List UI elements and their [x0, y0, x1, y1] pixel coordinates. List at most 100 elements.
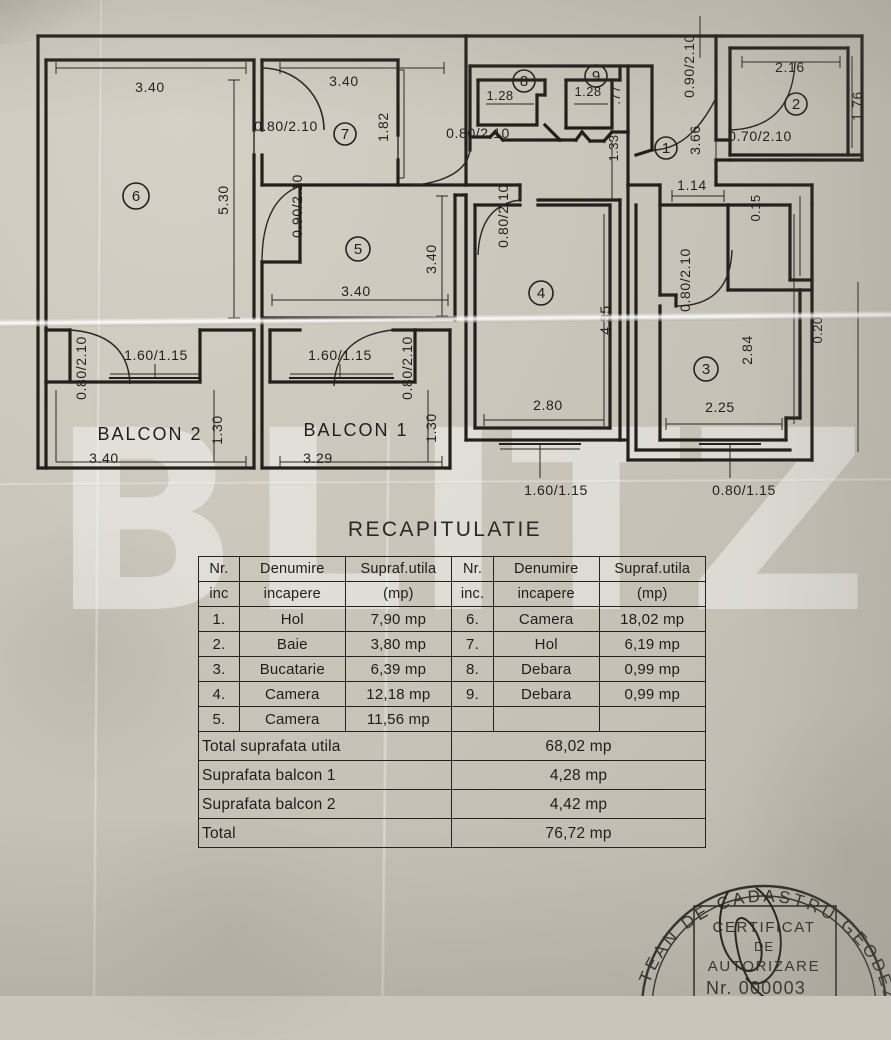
balcony-1-label: BALCON 1 — [303, 420, 408, 440]
opening-window-camera5: 1.60/1.15 — [308, 347, 372, 363]
row-nr-right: 9. — [451, 681, 494, 707]
row-area-right: 6,19 mp — [598, 631, 706, 657]
opening-door-hol7-camera6: 0.80/2.10 — [254, 118, 318, 134]
row-area-left: 12,18 mp — [344, 681, 453, 707]
dim-camera4-height: 4.35 — [597, 305, 613, 335]
row-nr-left: 1. — [198, 606, 240, 632]
dim-offset-020: 0.20 — [810, 317, 825, 344]
total-label: Total suprafata utila — [197, 731, 453, 761]
plan-dimension-lines — [55, 16, 859, 478]
table-total-row: Suprafata balcon 1 4,28 mp — [197, 760, 706, 790]
row-nr-right-empty — [451, 706, 494, 732]
row-name-right-empty — [492, 706, 600, 732]
header-nr-left-sub: inc — [198, 581, 240, 607]
header-nr-left: Nr. — [198, 556, 240, 582]
header-name-right: Denumire — [492, 556, 600, 582]
floor-plan-drawing: .w {fill:none;stroke:#231f1c;stroke-widt… — [36, 16, 865, 498]
opening-door-bucatarie: 0.80/2.10 — [677, 248, 693, 312]
total-label: Suprafata balcon 1 — [197, 760, 453, 790]
room-marker-1: 1 — [662, 140, 670, 157]
dim-bucatarie-width: 2.25 — [705, 399, 735, 415]
balcony-2-label: BALCON 2 — [97, 424, 202, 444]
row-area-left: 3,80 mp — [344, 631, 453, 657]
balcony-1-width: 3.29 — [303, 450, 333, 466]
opening-window-camera6: 1.60/1.15 — [124, 347, 188, 363]
recapitulation-table-wrapper: Nr. Denumire Supraf.utila Nr. Denumire S… — [197, 556, 706, 848]
header-area-right: Supraf.utila — [598, 556, 706, 582]
row-nr-left: 2. — [198, 631, 240, 657]
row-area-right: 0,99 mp — [598, 656, 706, 682]
row-name-left: Camera — [238, 681, 346, 707]
dim-offset-015: 0.15 — [748, 195, 763, 222]
row-nr-left: 4. — [198, 681, 240, 707]
table-row: 1. Hol 7,90 mp 6. Camera 18,02 mp — [198, 606, 706, 632]
row-area-right: 18,02 mp — [598, 606, 706, 632]
plan-room-markers: 6 7 5 8 9 1 2 4 3 — [122, 64, 808, 382]
table-total-row: Suprafata balcon 2 4,42 mp — [197, 789, 706, 819]
row-area-right: 0,99 mp — [598, 681, 706, 707]
header-name-left-sub: incapere — [238, 581, 346, 607]
row-area-left: 7,90 mp — [344, 606, 453, 632]
dim-room5-width: 3.40 — [341, 283, 371, 299]
table-total-row: Total suprafata utila 68,02 mp — [197, 731, 706, 761]
dim-bucatarie-height: 2.84 — [739, 335, 755, 365]
row-name-left: Bucatarie — [238, 656, 346, 682]
header-nr-right-sub: inc. — [451, 581, 494, 607]
row-area-left: 11,56 mp — [344, 706, 453, 732]
page-title: RECAPITULATIE — [347, 518, 543, 541]
room-marker-6: 6 — [132, 188, 140, 205]
table-total-row: Total 76,72 mp — [197, 818, 706, 848]
opening-window-camera4: 1.60/1.15 — [524, 482, 588, 498]
dim-baie-height: 1.76 — [849, 91, 865, 121]
balcony-2-width: 3.40 — [89, 450, 119, 466]
row-name-right: Hol — [492, 631, 600, 657]
room-marker-8: 8 — [520, 73, 528, 90]
opening-window-bucatarie: 0.80/1.15 — [712, 482, 776, 498]
table-header-row-2: inc incapere (mp) inc. incapere (mp) — [198, 581, 706, 607]
dim-debara8-width: 1.28 — [487, 88, 514, 103]
plan-walls — [36, 34, 864, 470]
plan-dimension-labels: 3.40 3.40 5.30 1.82 3.40 3.40 1.28 1.28 … — [135, 59, 865, 415]
row-area-right-empty — [598, 706, 706, 732]
row-nr-right: 8. — [451, 656, 494, 682]
opening-door-camera4: 0.80/2.10 — [495, 184, 511, 248]
room-marker-5: 5 — [354, 241, 362, 258]
dim-baie-width: 2.16 — [775, 59, 805, 75]
header-name-left: Denumire — [238, 556, 346, 582]
room-marker-3: 3 — [702, 361, 710, 378]
dim-room7-width: 3.40 — [329, 73, 359, 89]
table-header-row-1: Nr. Denumire Supraf.utila Nr. Denumire S… — [198, 556, 706, 582]
balcony-1-depth: 1.30 — [423, 413, 439, 443]
total-value: 4,28 mp — [451, 760, 706, 790]
total-value: 76,72 mp — [451, 818, 706, 848]
recapitulation-table: Nr. Denumire Supraf.utila Nr. Denumire S… — [197, 556, 706, 848]
opening-door-balcon2: 0.80/2.10 — [73, 336, 89, 400]
room-marker-7: 7 — [341, 126, 349, 143]
row-nr-right: 6. — [451, 606, 494, 632]
header-area-left: Supraf.utila — [344, 556, 453, 582]
dim-debara9-width: 1.28 — [575, 84, 602, 99]
total-value: 68,02 mp — [451, 731, 706, 761]
opening-door-hol7-camera5: 0.90/2.10 — [289, 174, 305, 238]
opening-door-baie: 0.70/2.10 — [728, 128, 792, 144]
header-area-right-sub: (mp) — [598, 581, 706, 607]
table-row: 3. Bucatarie 6,39 mp 8. Debara 0,99 mp — [198, 656, 706, 682]
dim-room6-height: 5.30 — [215, 185, 231, 215]
row-area-left: 6,39 mp — [344, 656, 453, 682]
opening-door-balcon1: 0.80/2.10 — [399, 336, 415, 400]
plan-opening-labels: 0.80/2.10 0.90/2.10 0.80/2.10 0.90/2.10 … — [73, 34, 792, 498]
row-nr-right: 7. — [451, 631, 494, 657]
dim-room6-width: 3.40 — [135, 79, 165, 95]
total-label: Suprafata balcon 2 — [197, 789, 453, 819]
row-name-left: Baie — [238, 631, 346, 657]
row-nr-left: 5. — [198, 706, 240, 732]
dim-debara9-depth: .77 — [608, 85, 623, 104]
table-row: 2. Baie 3,80 mp 7. Hol 6,19 mp — [198, 631, 706, 657]
row-nr-left: 3. — [198, 656, 240, 682]
row-name-right: Debara — [492, 681, 600, 707]
balcony-2-depth: 1.30 — [209, 415, 225, 445]
dim-camera4-width: 2.80 — [533, 397, 563, 413]
opening-entrance-door: 0.90/2.10 — [681, 34, 697, 98]
room-marker-2: 2 — [792, 96, 800, 113]
row-name-left: Camera — [238, 706, 346, 732]
